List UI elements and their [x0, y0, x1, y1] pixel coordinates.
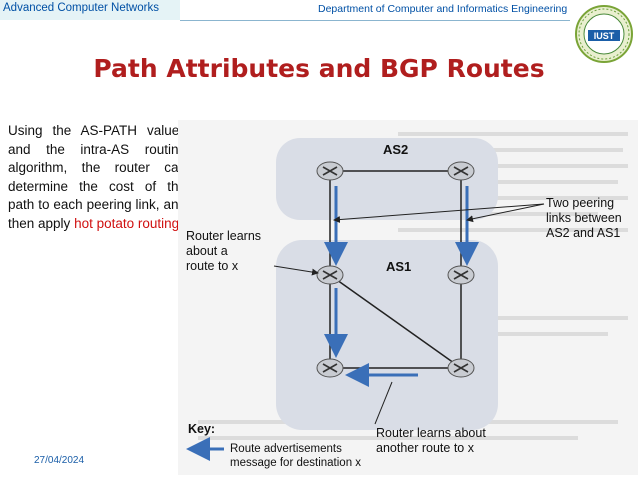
body-paragraph: Using the AS-PATH values and the intra-A… [8, 122, 186, 233]
router-learns-callout-2-line: Router learns about [376, 426, 486, 440]
as2-label: AS2 [383, 142, 408, 157]
header-divider [180, 20, 570, 21]
header-bar: Advanced Computer Networks Department of… [0, 0, 638, 20]
peering-callout-line: Two peering [546, 196, 614, 210]
body-text-highlight: hot potato routing [74, 215, 180, 231]
bgp-figure: AS2 AS1 Two peering links between AS2 an… [178, 120, 638, 475]
link-as1-diagonal [329, 274, 462, 369]
as2-region [276, 138, 498, 220]
as1-region [276, 240, 498, 430]
callout-line-router-1 [273, 265, 319, 276]
as1-label: AS1 [386, 259, 411, 274]
slide-date: 27/04/2024 [34, 455, 85, 466]
key-description: Route advertisements message for destina… [230, 443, 361, 469]
peering-callout-line: links between [546, 211, 622, 225]
key-description-line: Route advertisements [230, 443, 342, 455]
router-icon [316, 265, 344, 285]
callout-line-peering-left [333, 203, 545, 224]
router-icon [447, 161, 475, 181]
router-learns-callout-1-line: route to x [186, 259, 239, 273]
logo-text: IUST [594, 31, 615, 41]
course-name: Advanced Computer Networks [3, 2, 159, 14]
router-learns-callout-2: Router learns about another route to x [376, 426, 489, 455]
slide-title: Path Attributes and BGP Routes [93, 54, 545, 83]
router-icon [447, 358, 475, 378]
router-learns-callout-1-line: about a [186, 244, 228, 258]
router-icon [447, 265, 475, 285]
router-icon [316, 358, 344, 378]
router-learns-callout-2-line: another route to x [376, 441, 475, 455]
callout-line-peering-right [466, 203, 545, 223]
router-icon [316, 161, 344, 181]
body-text-main: Using the AS-PATH values and the intra-A… [8, 123, 186, 231]
key-title: Key: [188, 422, 215, 436]
header-left-background [0, 0, 180, 20]
router-learns-callout-1: Router learns about a route to x [186, 229, 265, 273]
key-description-line: message for destination x [230, 457, 361, 469]
department-name: Department of Computer and Informatics E… [318, 3, 568, 15]
peering-callout-line: AS2 and AS1 [546, 226, 620, 240]
university-logo: IUST [575, 5, 633, 63]
router-learns-callout-1-line: Router learns [186, 229, 261, 243]
callout-line-router-2 [374, 381, 393, 425]
peering-callout: Two peering links between AS2 and AS1 [546, 196, 625, 240]
